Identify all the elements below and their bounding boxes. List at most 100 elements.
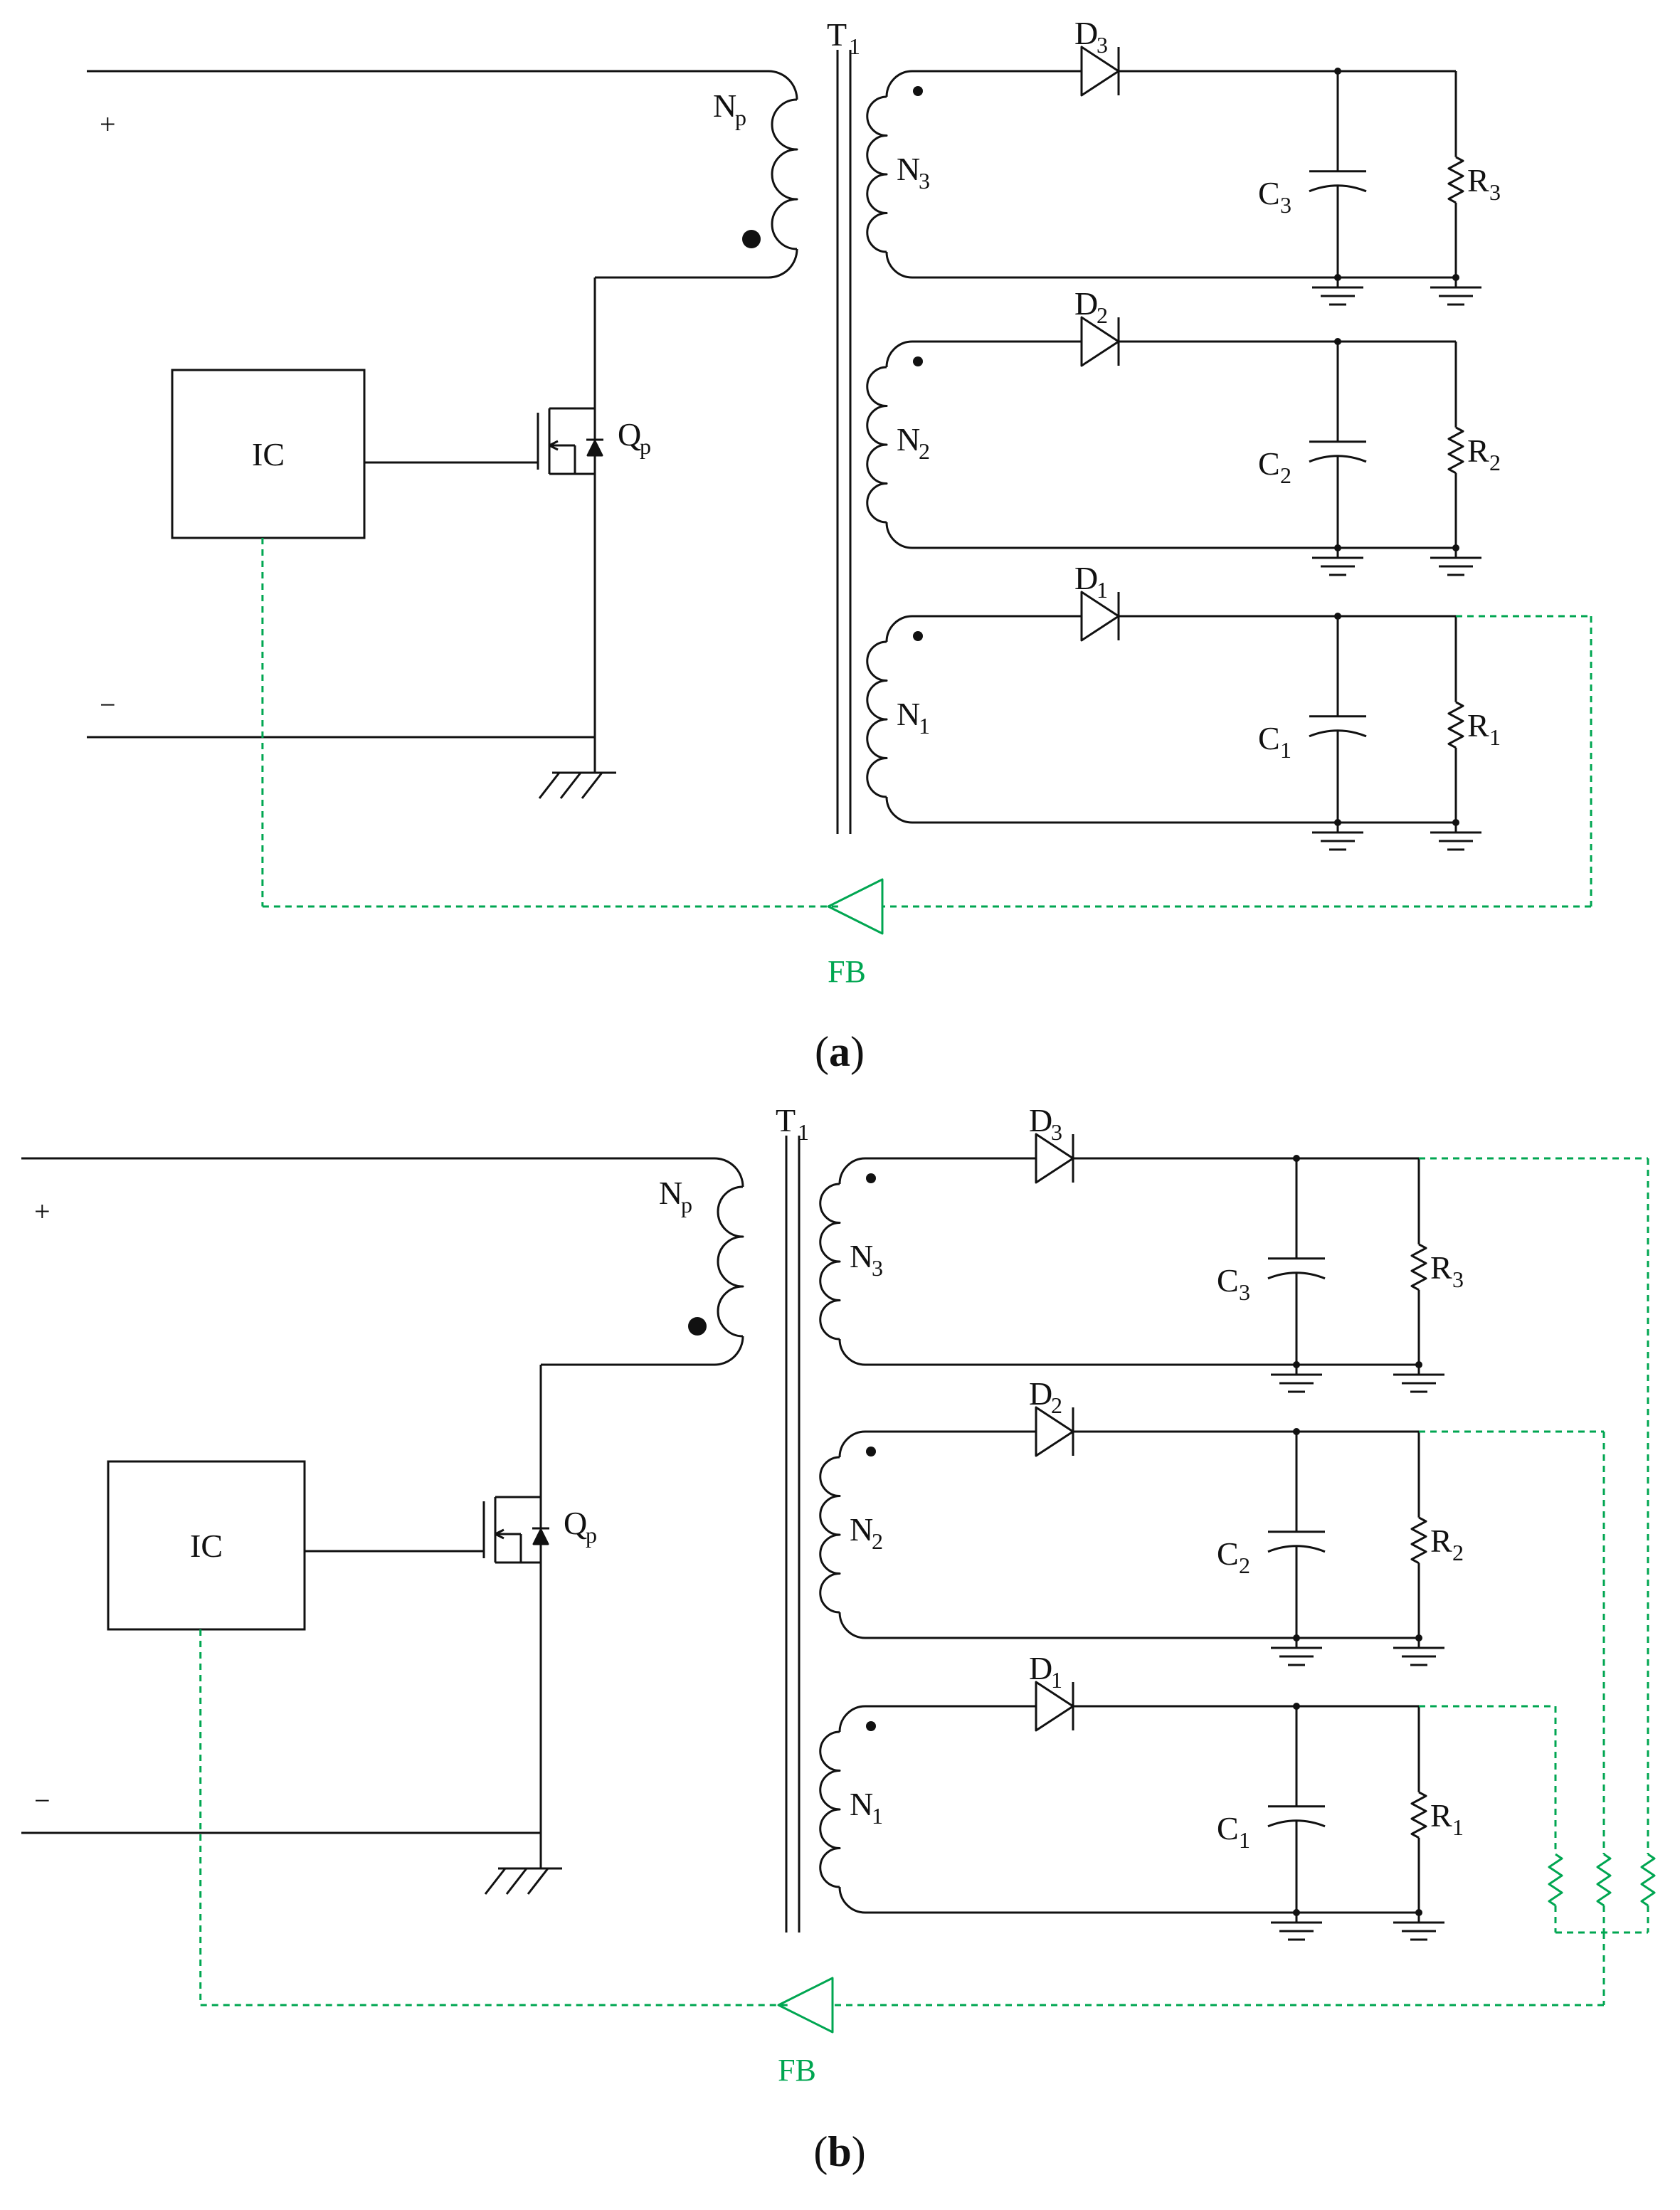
junction-dot bbox=[1334, 613, 1341, 620]
ic-block: IC bbox=[171, 369, 366, 539]
mosfet-qp: Qp bbox=[364, 277, 651, 773]
primary-winding-np bbox=[771, 98, 798, 250]
mosfet-arrow bbox=[548, 440, 559, 451]
secondary-polarity-dot bbox=[913, 631, 923, 641]
capacitor-label-letter: C bbox=[1217, 1262, 1239, 1299]
weighting-resistor bbox=[1548, 1853, 1563, 1907]
diode-label-letter: D bbox=[1029, 1650, 1052, 1686]
diode-label-letter: D bbox=[1029, 1102, 1052, 1138]
winding-label-subscript: 3 bbox=[872, 1255, 883, 1281]
winding-label-letter: N bbox=[897, 151, 920, 187]
primary-label-np: Np bbox=[659, 1175, 692, 1217]
ic-label: IC bbox=[190, 1528, 223, 1564]
diode-triangle bbox=[1035, 1681, 1074, 1732]
resistor-label-subscript: 3 bbox=[1452, 1267, 1464, 1292]
winding-label: N3 bbox=[897, 151, 930, 194]
secondary-bottom-lead bbox=[885, 522, 913, 549]
chassis-ground bbox=[484, 1867, 562, 1895]
diode-label-letter: D bbox=[1074, 285, 1098, 322]
ground-symbol bbox=[1311, 546, 1365, 576]
secondary-winding bbox=[866, 95, 888, 253]
secondary-bottom-lead bbox=[838, 1886, 866, 1914]
weighting-resistor bbox=[1596, 1853, 1612, 1907]
ic-label: IC bbox=[252, 436, 285, 472]
winding-label: N2 bbox=[897, 421, 930, 464]
primary-bottom-lead bbox=[768, 248, 798, 279]
primary-side: +−Np bbox=[87, 70, 798, 739]
winding-label: N2 bbox=[850, 1511, 883, 1554]
transformer-label-t1-subscript: 1 bbox=[849, 33, 860, 59]
ic-block: IC bbox=[107, 1460, 306, 1631]
plus-sign: + bbox=[100, 108, 116, 140]
junction-dot bbox=[1334, 338, 1341, 345]
resistor bbox=[1447, 156, 1464, 204]
caption-text: (b) bbox=[813, 2128, 865, 2175]
transformer-label-t1-letter: T bbox=[827, 16, 847, 53]
secondary-polarity-dot bbox=[866, 1447, 876, 1456]
diode-label: D3 bbox=[1074, 15, 1108, 58]
diode-label-subscript: 3 bbox=[1051, 1119, 1062, 1145]
secondary-top-lead bbox=[885, 70, 913, 97]
chassis-ground-hatch bbox=[484, 1868, 507, 1895]
switch-label-qp-subscript: p bbox=[640, 433, 651, 459]
resistor bbox=[1447, 426, 1464, 475]
diode-label: D1 bbox=[1029, 1650, 1062, 1693]
diode-triangle bbox=[1080, 591, 1120, 642]
ground-symbol bbox=[1392, 1363, 1446, 1393]
winding-label-letter: N bbox=[897, 696, 920, 732]
chassis-ground-hatch bbox=[538, 772, 561, 799]
caption-close: ) bbox=[850, 1028, 865, 1075]
resistor-label-letter: R bbox=[1467, 707, 1489, 744]
winding-label-letter: N bbox=[897, 421, 920, 458]
switch-label-qp: Qp bbox=[618, 416, 651, 459]
diode-label: D2 bbox=[1029, 1375, 1062, 1418]
resistor-label-letter: R bbox=[1467, 433, 1489, 469]
winding-label-letter: N bbox=[850, 1786, 873, 1822]
secondary-bottom-lead bbox=[838, 1612, 866, 1639]
junction-dot bbox=[1334, 68, 1341, 75]
switch-label-qp: Qp bbox=[564, 1505, 597, 1548]
secondary-winding bbox=[819, 1183, 841, 1341]
capacitor-label-subscript: 1 bbox=[1239, 1827, 1250, 1853]
capacitor-label-letter: C bbox=[1258, 175, 1280, 211]
winding-label: N1 bbox=[850, 1786, 883, 1829]
winding-label-subscript: 2 bbox=[872, 1528, 883, 1554]
junction-dot bbox=[1293, 1428, 1300, 1435]
resistor-label-letter: R bbox=[1430, 1523, 1452, 1559]
diode-label-subscript: 3 bbox=[1097, 32, 1108, 58]
ground-symbol bbox=[1269, 1637, 1324, 1666]
panel-caption-b: (b) bbox=[813, 2128, 865, 2175]
secondary-top-lead bbox=[885, 340, 913, 368]
primary-label-np-subscript: p bbox=[681, 1192, 692, 1217]
diode-label-subscript: 2 bbox=[1097, 302, 1108, 328]
secondary-bottom-lead bbox=[885, 251, 913, 279]
ground-symbol bbox=[1429, 821, 1483, 851]
minus-sign: − bbox=[34, 1785, 51, 1817]
fb-label: FB bbox=[828, 954, 866, 989]
caption-close: ) bbox=[852, 2128, 866, 2175]
plus-sign: + bbox=[34, 1195, 51, 1227]
primary-polarity-dot bbox=[742, 230, 761, 248]
secondary-top-lead bbox=[885, 615, 913, 643]
ground-symbol bbox=[1429, 276, 1483, 306]
secondary-bottom-lead bbox=[838, 1338, 866, 1366]
ground-symbol bbox=[1392, 1637, 1446, 1666]
winding-label-subscript: 3 bbox=[919, 168, 930, 194]
junction-dot bbox=[1293, 1703, 1300, 1710]
diode-triangle bbox=[1080, 316, 1120, 367]
capacitor-label-subscript: 2 bbox=[1239, 1553, 1250, 1578]
resistor-label-subscript: 2 bbox=[1452, 1540, 1464, 1565]
capacitor-label-letter: C bbox=[1258, 445, 1280, 482]
resistor bbox=[1410, 1516, 1427, 1565]
mosfet-arrow bbox=[494, 1528, 504, 1540]
primary-top-lead bbox=[768, 70, 798, 100]
